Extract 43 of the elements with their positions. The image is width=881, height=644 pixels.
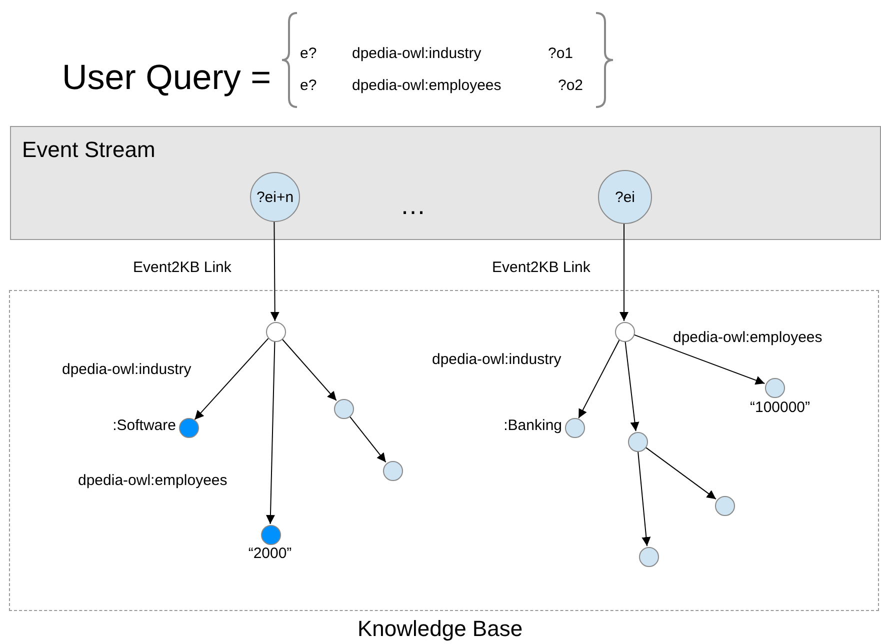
arrow	[632, 334, 766, 385]
query-title: User Query =	[62, 58, 272, 98]
graph-node	[266, 322, 286, 342]
arrow	[194, 338, 269, 420]
arrow	[624, 340, 640, 432]
node-caption: :Software	[112, 417, 176, 434]
query-term: dpedia-owl:employees	[352, 77, 502, 94]
graph-node	[628, 432, 648, 452]
node-caption: “100000”	[750, 399, 810, 416]
graph-node	[383, 461, 403, 481]
graph-node	[565, 418, 585, 438]
graph-node	[715, 496, 735, 516]
arrow	[281, 338, 337, 401]
band-title: Event Stream	[22, 137, 156, 163]
arrow	[270, 220, 280, 322]
graph-node	[261, 525, 281, 545]
graph-node	[334, 399, 354, 419]
edge-label: dpedia-owl:employees	[673, 329, 822, 346]
edge-label: dpedia-owl:employees	[78, 472, 228, 489]
graph-node	[765, 378, 785, 398]
event-node: ?ei	[598, 170, 652, 224]
query-term: e?	[300, 45, 317, 62]
edge-label: dpedia-owl:industry	[62, 361, 192, 378]
query-term: ?o2	[558, 77, 584, 94]
node-caption: “2000”	[248, 545, 292, 562]
arrow	[266, 340, 276, 524]
graph-node	[639, 547, 659, 567]
query-term: dpedia-owl:industry	[352, 45, 482, 62]
edge-label: dpedia-owl:industry	[432, 351, 562, 368]
query-term: ?o1	[548, 45, 574, 62]
arrow	[620, 222, 628, 322]
box-title: Knowledge Base	[357, 616, 523, 642]
event-node: ?ei+n	[250, 172, 300, 222]
query-term: e?	[300, 77, 317, 94]
graph-node	[179, 418, 199, 438]
event-stream-band	[10, 126, 881, 240]
arrow	[578, 339, 620, 419]
ellipsis-label: …	[400, 190, 426, 221]
node-caption: :Banking	[504, 417, 562, 434]
arrow	[348, 415, 386, 463]
arrow	[637, 450, 651, 547]
graph-node	[615, 322, 635, 342]
arrow	[644, 446, 716, 500]
